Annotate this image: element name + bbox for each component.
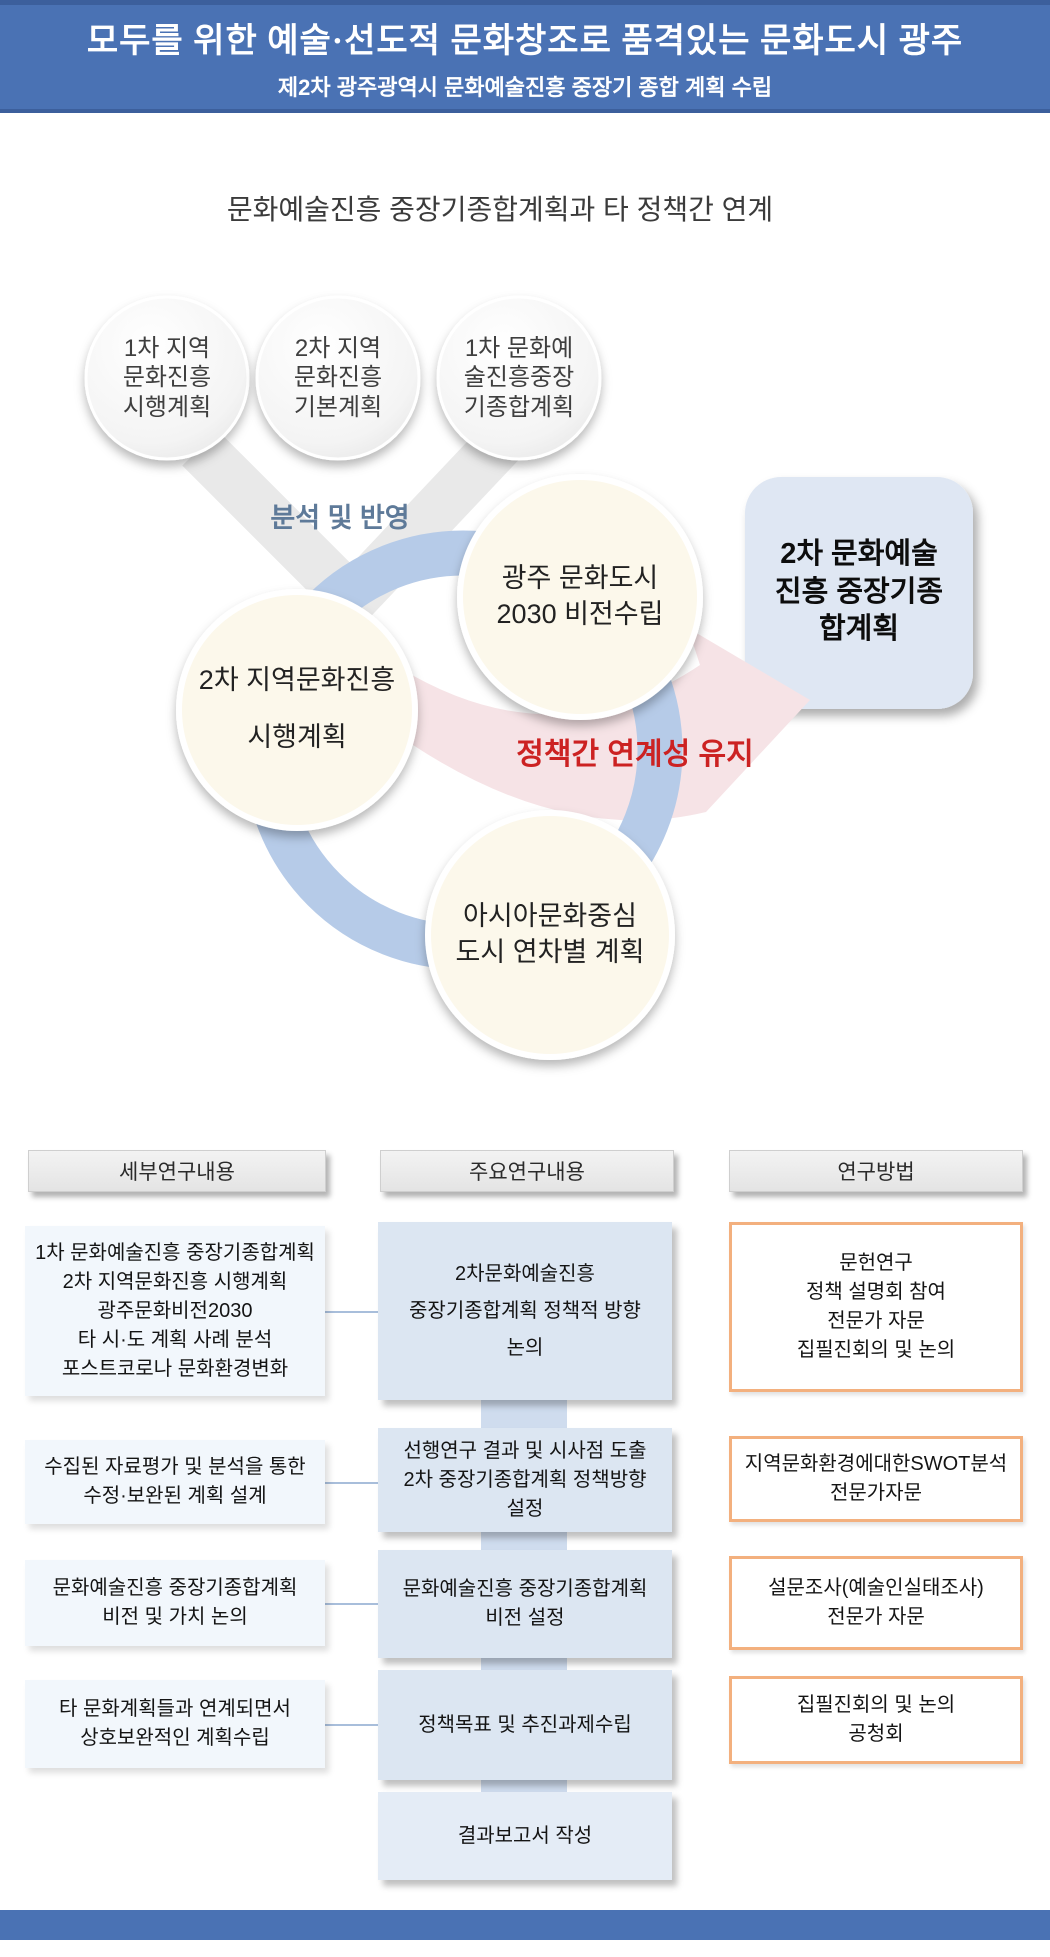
linkage-arrow [372,628,810,821]
circle-gwangju-vision-2030-label: 광주 문화도시 2030 비전수립 [496,563,664,630]
row1-connector [325,1311,378,1313]
col-header-main: 주요연구내용 [380,1150,674,1192]
method-box-2: 지역문화환경에대한SWOT분석 전문가자문 [729,1436,1023,1522]
circle-regional-culture-plan-label: 2차 지역문화진흥 시행계획 [198,665,396,752]
main-box-4: 정책목표 및 추진과제수립 [378,1670,672,1780]
page-subtitle: 제2차 광주광역시 문화예술진흥 중장기 종합 계획 수립 [277,74,773,100]
detail-box-4: 타 문화계획들과 연계되면서 상호보완적인 계획수립 [25,1680,325,1768]
method-box-1: 문헌연구 정책 설명회 참여 전문가 자문 집필진회의 및 논의 [729,1222,1023,1392]
analysis-label: 분석 및 반영 [270,503,410,533]
detail-box-2: 수집된 자료평가 및 분석을 통한 수정·보완된 계획 설계 [25,1440,325,1524]
detail-box-1: 1차 문화예술진흥 중장기종합계획 2차 지역문화진흥 시행계획 광주문화비전2… [25,1226,325,1396]
circle-plan2-label: 2차 지역 문화진흥 기본계획 [293,335,383,421]
row3-connector [325,1603,378,1605]
circle-plan3 [436,295,602,461]
detail-box-3: 문화예술진흥 중장기종합계획 비전 및 가치 논의 [25,1560,325,1646]
circle-plan1-label: 1차 지역 문화진흥 시행계획 [122,335,212,421]
circle-regional-culture-plan [176,589,418,831]
circle-asia-culture-hub [425,810,675,1060]
circle-asia-culture-hub-label: 아시아문화중심 도시 연차별 계획 [455,901,645,968]
main-box-5: 결과보고서 작성 [378,1792,672,1880]
row2-connector [325,1482,378,1484]
linkage-label: 정책간 연계성 유지 [516,738,754,771]
page-title: 모두를 위한 예술·선도적 문화창조로 품격있는 문화도시 광주 [86,22,964,60]
policy-linkage-diagram [84,295,973,1060]
col-header-method: 연구방법 [729,1150,1023,1192]
circle-gwangju-vision-2030 [457,474,703,720]
method-box-4: 집필진회의 및 논의 공청회 [729,1676,1023,1764]
diagram-title: 문화예술진흥 중장기종합계획과 타 정책간 연계 [226,194,774,225]
circle-plan3-label: 1차 문화예 술진흥중장 기종합계획 [463,335,575,421]
main-box-2: 선행연구 결과 및 시사점 도출 2차 중장기종합계획 정책방향 설정 [378,1428,672,1532]
main-box-3: 문화예술진흥 중장기종합계획 비전 설정 [378,1550,672,1658]
main-box-1: 2차문화예술진흥 중장기종합계획 정책적 방향 논의 [378,1222,672,1400]
footer-bar [0,1910,1050,1940]
circle-plan2 [255,295,421,461]
row4-connector [325,1724,378,1726]
header-banner: 모두를 위한 예술·선도적 문화창조로 품격있는 문화도시 광주 제2차 광주광… [0,0,1050,113]
col-header-detail: 세부연구내용 [28,1150,326,1192]
result-plan-box-label: 2차 문화예술 진흥 중장기종 합계획 [774,538,944,646]
method-box-3: 설문조사(예술인실태조사) 전문가 자문 [729,1556,1023,1650]
circle-plan1 [84,295,250,461]
result-plan-box [745,477,973,709]
